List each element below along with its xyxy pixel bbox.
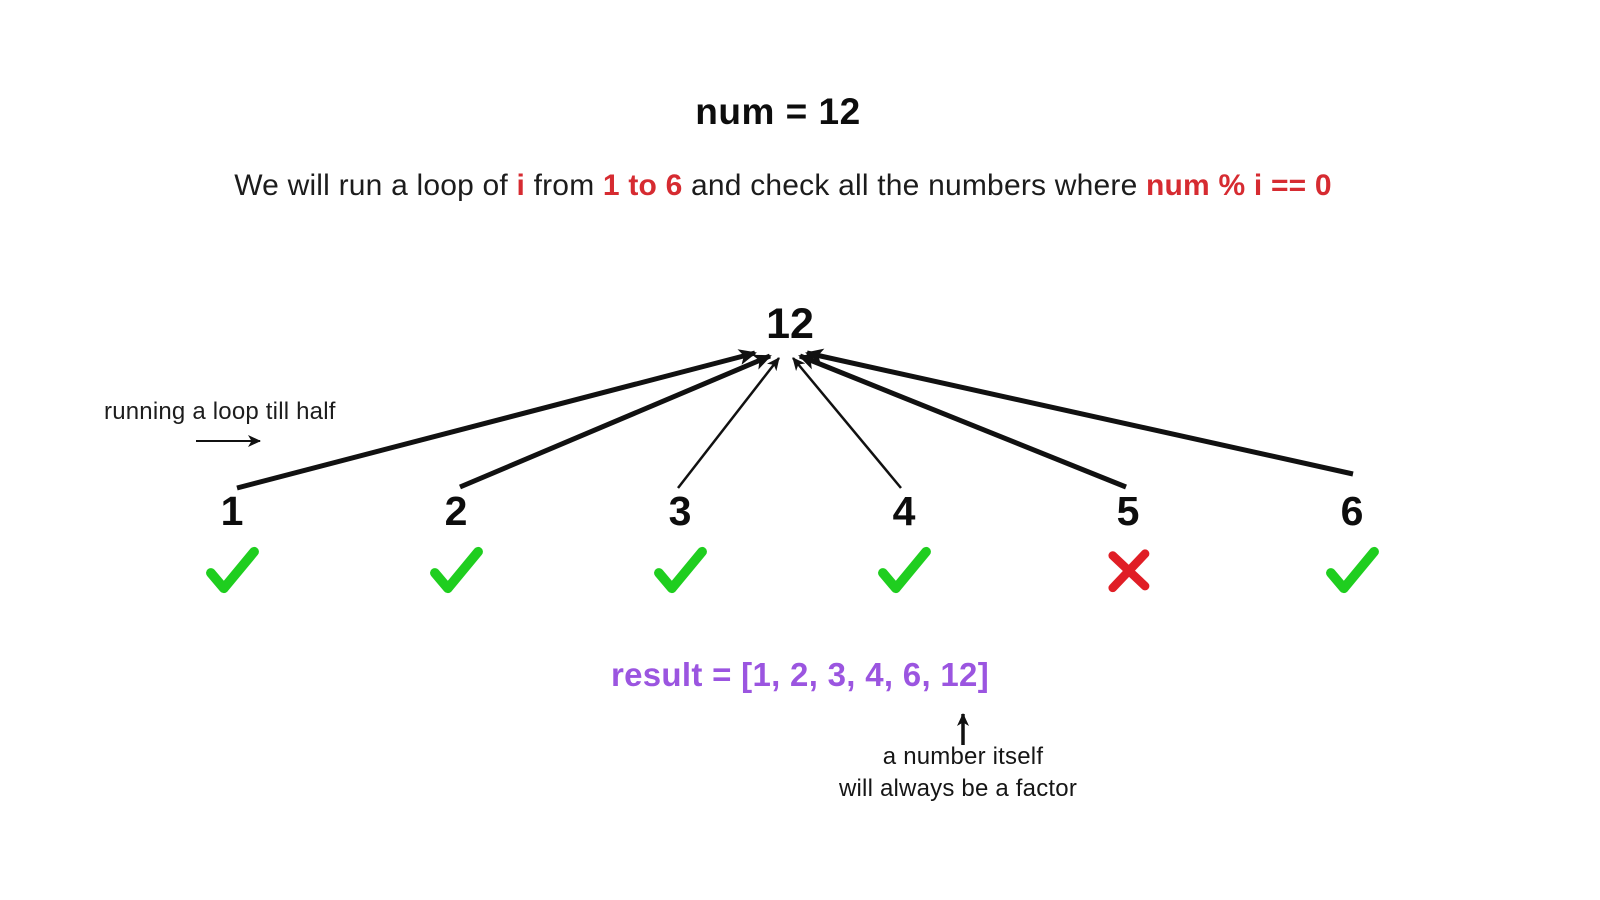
- factor-check-mark: [839, 545, 969, 597]
- subtitle-segment-2: i: [516, 169, 526, 202]
- factor-value: 1: [220, 488, 244, 534]
- tree-edge-6: [805, 348, 1354, 477]
- factor-value: 3: [668, 488, 692, 534]
- factor-check-mark: [391, 545, 521, 597]
- check-icon: [878, 546, 931, 594]
- footnote-line2: will always be a factor: [838, 775, 1078, 802]
- factor-column-2: 2: [391, 491, 521, 597]
- cross-icon: [1108, 549, 1150, 593]
- subtitle-segment-6: num % i == 0: [1146, 169, 1332, 202]
- tree-edge-1: [236, 349, 757, 491]
- factor-column-3: 3: [615, 491, 745, 597]
- factor-cross-mark: [1063, 545, 1193, 597]
- loop-note-label: running a loop till half: [104, 398, 336, 425]
- factor-value: 5: [1116, 488, 1140, 534]
- subtitle-segment-4: 1 to 6: [602, 169, 683, 202]
- factor-column-6: 6: [1287, 491, 1417, 597]
- factor-value: 6: [1340, 488, 1364, 534]
- factor-column-5: 5: [1063, 491, 1193, 597]
- factor-value: 2: [444, 488, 468, 534]
- subtitle-segment-1: We will run a loop of: [234, 169, 517, 202]
- check-icon: [1326, 546, 1379, 594]
- factor-check-mark: [167, 545, 297, 597]
- tree-edge-3: [677, 357, 780, 489]
- factor-column-1: 1: [167, 491, 297, 597]
- tree-edge-2: [459, 353, 772, 490]
- result-text: result = [1, 2, 3, 4, 6, 12]: [610, 656, 989, 693]
- factor-value: 4: [892, 488, 916, 534]
- page-title: num = 12: [695, 91, 861, 132]
- check-icon: [206, 546, 259, 594]
- factor-check-mark: [1287, 545, 1417, 597]
- check-icon: [654, 546, 707, 594]
- tree-edge-5: [798, 353, 1127, 490]
- footnote-line1: a number itself: [882, 743, 1044, 770]
- check-icon: [430, 546, 483, 594]
- factor-check-mark: [615, 545, 745, 597]
- tree-root-value: 12: [766, 300, 814, 348]
- factor-column-4: 4: [839, 491, 969, 597]
- subtitle: We will run a loop of i from 1 to 6 and …: [0, 169, 1566, 203]
- tree-edge-4: [792, 357, 902, 489]
- subtitle-segment-5: and check all the numbers where: [682, 169, 1146, 202]
- subtitle-segment-3: from: [525, 169, 603, 202]
